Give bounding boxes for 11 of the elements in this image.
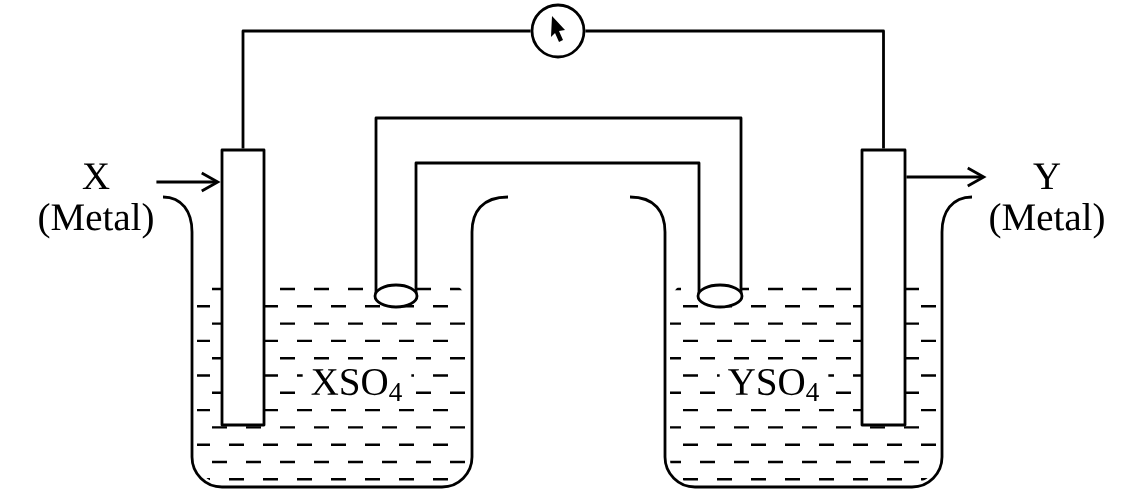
arrow (906, 166, 987, 188)
meter-symbol (530, 3, 586, 59)
electrode (860, 148, 907, 427)
solution-label: YSO$_{4}$ (719, 360, 829, 409)
metal-label: X (Metal) (39, 163, 153, 239)
wire (585, 29, 885, 149)
metal-label: Y (Metal) (990, 163, 1104, 239)
electrode (220, 148, 266, 427)
wire (241, 29, 531, 149)
arrow (156, 171, 221, 193)
solution-label: XSO$_{4}$ (302, 360, 412, 409)
